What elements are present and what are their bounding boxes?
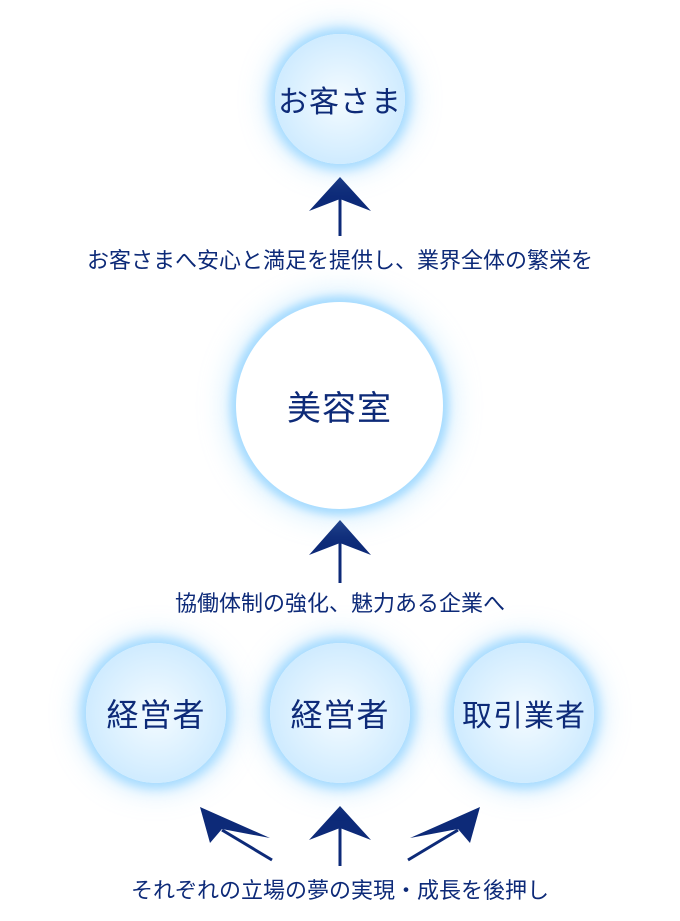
node-manager-center: 経営者 [270,643,410,783]
node-manager-left-label: 経営者 [106,696,206,734]
arrow-up-right-icon [407,807,480,862]
node-manager-center-label: 経営者 [290,696,390,734]
node-salon: 美容室 [236,302,443,509]
caption-bottom: それぞれの立場の夢の実現・成長を後押し [130,879,549,904]
arrow-up-icon [309,806,371,866]
node-supplier: 取引業者 [454,643,594,783]
caption-top: お客さまへ安心と満足を提供し、業界全体の繁栄を [86,249,593,274]
node-supplier-label: 取引業者 [462,699,586,734]
arrow-up-left-icon [200,807,273,862]
node-customer-label: お客さま [278,85,402,120]
node-manager-left: 経営者 [86,643,226,783]
node-salon-label: 美容室 [287,389,392,429]
arrow-up-icon [309,177,371,236]
caption-middle: 協働体制の強化、魅力ある企業へ [174,592,505,617]
arrow-up-icon [309,520,371,583]
node-customer: お客さま [275,34,405,164]
